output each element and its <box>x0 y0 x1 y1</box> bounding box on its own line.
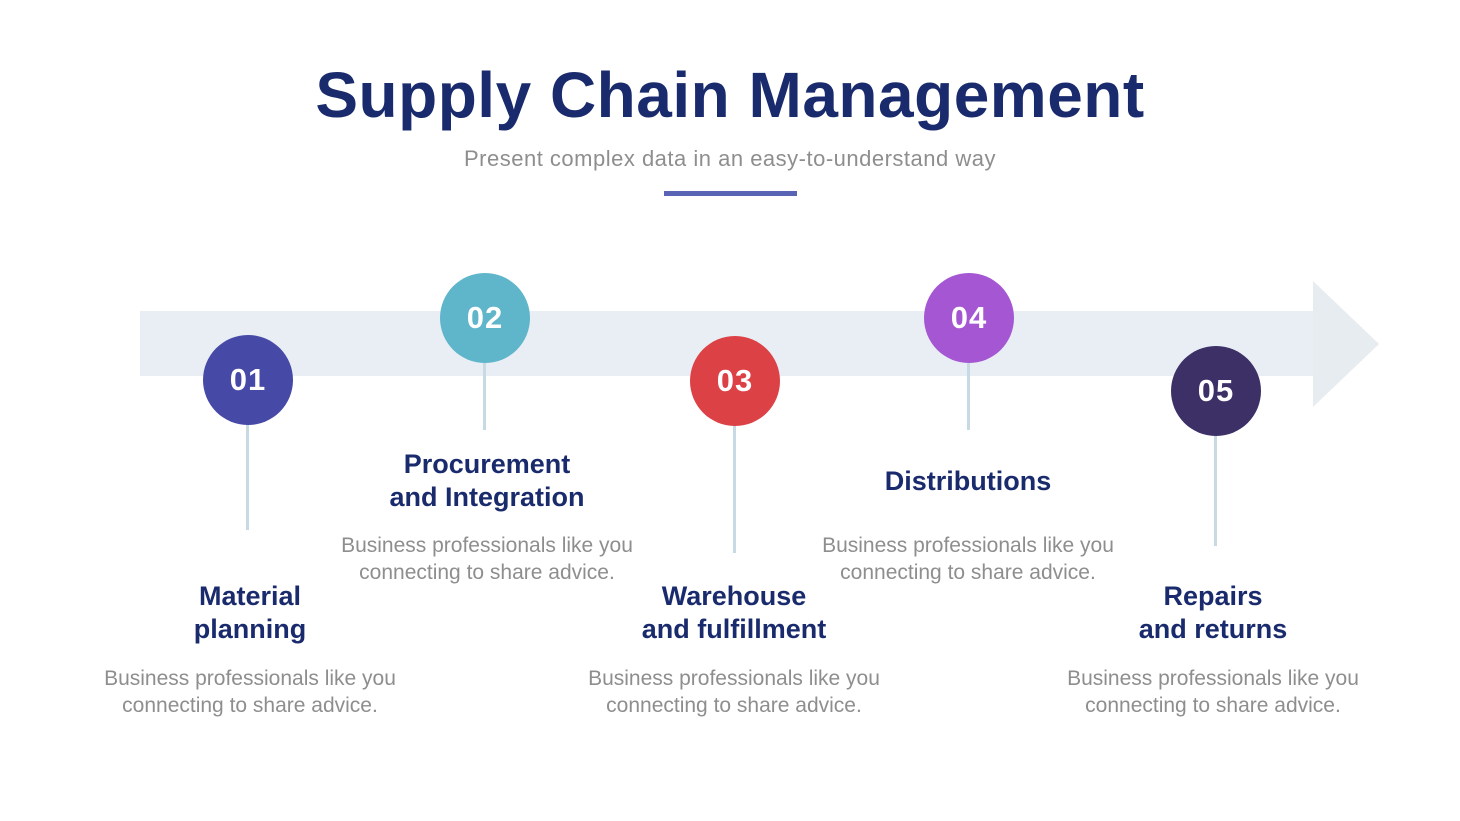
step-circle-3: 03 <box>690 336 780 426</box>
step-text-block-4: Distributions Business professionals lik… <box>813 448 1123 586</box>
step-text-block-3: Warehouse and fulfillment Business profe… <box>579 580 889 719</box>
page-subtitle: Present complex data in an easy-to-under… <box>463 146 996 171</box>
step-text-block-5: Repairs and returns Business professiona… <box>1058 580 1368 719</box>
step-title: Material planning <box>193 581 307 644</box>
step-number: 05 <box>1197 373 1235 408</box>
step-circle-2: 02 <box>440 273 530 363</box>
step-title: Warehouse and fulfillment <box>641 581 827 644</box>
step-number: 02 <box>466 300 504 335</box>
page-title: Supply Chain Management <box>315 59 1145 131</box>
connector-line-1 <box>246 424 249 530</box>
step-description: Business professionals like you connecti… <box>822 534 1114 584</box>
step-number: 04 <box>950 300 988 335</box>
timeline-arrow-icon <box>1313 281 1379 407</box>
step-text-block-2: Procurement and Integration Business pro… <box>332 448 642 586</box>
step-circle-1: 01 <box>203 335 293 425</box>
step-number: 03 <box>716 363 754 398</box>
step-circle-4: 04 <box>924 273 1014 363</box>
connector-line-5 <box>1214 434 1217 546</box>
connector-line-2 <box>483 362 486 430</box>
step-text-block-1: Material planning Business professionals… <box>95 580 405 719</box>
step-description: Business professionals like you connecti… <box>341 534 633 584</box>
title-underline <box>664 191 797 196</box>
step-circle-5: 05 <box>1171 346 1261 436</box>
step-description: Business professionals like you connecti… <box>1067 667 1359 717</box>
connector-line-4 <box>967 362 970 430</box>
step-title: Repairs and returns <box>1138 581 1288 644</box>
connector-line-3 <box>733 425 736 553</box>
step-number: 01 <box>229 362 267 397</box>
step-description: Business professionals like you connecti… <box>104 667 396 717</box>
step-description: Business professionals like you connecti… <box>588 667 880 717</box>
step-title: Procurement and Integration <box>389 449 585 512</box>
step-title: Distributions <box>884 465 1052 496</box>
